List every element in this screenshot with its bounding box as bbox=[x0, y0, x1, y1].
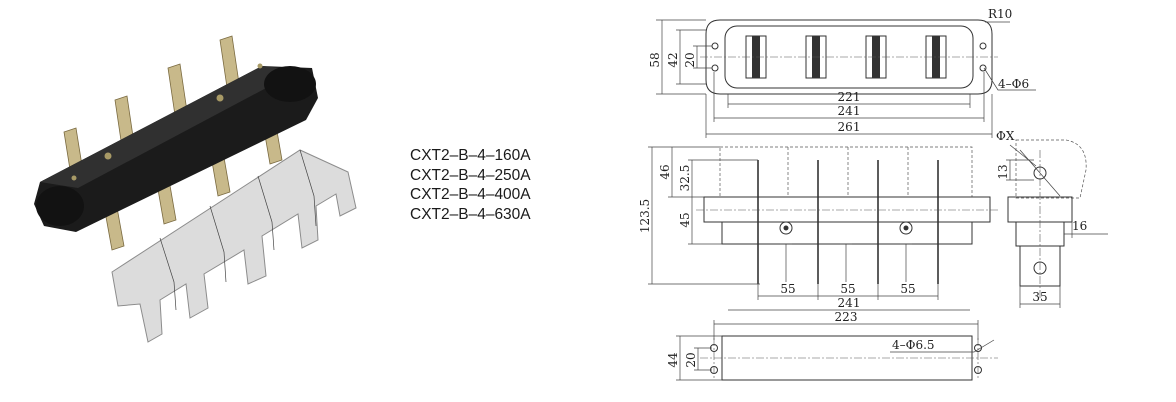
product-photo bbox=[34, 35, 357, 343]
dim-55-c: 55 bbox=[900, 282, 915, 296]
dim-241-front: 241 bbox=[838, 296, 861, 310]
dim-44: 44 bbox=[666, 352, 680, 368]
model-list: CXT2–B–4–160A CXT2–B–4–250A CXT2–B–4–400… bbox=[410, 146, 610, 224]
hole-label-bottom: 4–Φ6.5 bbox=[892, 338, 935, 352]
model-160a: CXT2–B–4–160A bbox=[410, 147, 531, 164]
radius-label: R10 bbox=[988, 7, 1012, 21]
model-630a: CXT2–B–4–630A bbox=[410, 205, 531, 223]
dim-123-5: 123.5 bbox=[638, 199, 652, 233]
technical-drawing: 58 42 20 221 241 261 R10 4–Φ6 bbox=[638, 7, 1108, 381]
dim-20-bottom: 20 bbox=[684, 352, 698, 367]
dim-32-5: 32.5 bbox=[678, 165, 692, 192]
dim-55-a: 55 bbox=[780, 282, 795, 296]
hole-label-top: 4–Φ6 bbox=[998, 77, 1029, 91]
dim-35: 35 bbox=[1032, 290, 1047, 304]
model-400a: CXT2–B–4–400A bbox=[410, 186, 531, 203]
mounting-holes-bottom bbox=[710, 338, 982, 380]
dim-58: 58 bbox=[648, 52, 662, 67]
terminal-body bbox=[34, 63, 318, 232]
dim-261: 261 bbox=[838, 120, 861, 134]
front-terminals bbox=[757, 160, 939, 284]
dim-20-top: 20 bbox=[683, 52, 697, 67]
dim-42: 42 bbox=[666, 52, 680, 67]
phi-x-label: ΦX bbox=[996, 129, 1015, 143]
front-partitions bbox=[787, 147, 909, 197]
dim-221: 221 bbox=[838, 90, 861, 104]
model-250a: CXT2–B–4–250A bbox=[410, 166, 531, 184]
dim-46: 46 bbox=[658, 164, 672, 179]
dim-45: 45 bbox=[678, 212, 692, 227]
side-view: 13 ΦX 16 35 bbox=[996, 129, 1108, 308]
dim-241-top: 241 bbox=[838, 104, 861, 118]
dim-223: 223 bbox=[835, 310, 858, 324]
dim-55-b: 55 bbox=[840, 282, 855, 296]
dim-13: 13 bbox=[996, 164, 1010, 179]
front-screws bbox=[779, 221, 913, 282]
dim-16: 16 bbox=[1072, 219, 1087, 233]
bottom-view: 223 44 20 4–Φ6.5 bbox=[666, 310, 998, 381]
transparent-cover bbox=[111, 149, 357, 343]
mounting-holes-top bbox=[711, 42, 987, 72]
top-view: 58 42 20 221 241 261 R10 4–Φ6 bbox=[648, 7, 1036, 138]
front-view: 123.5 46 32.5 45 55 55 55 241 bbox=[638, 146, 998, 311]
